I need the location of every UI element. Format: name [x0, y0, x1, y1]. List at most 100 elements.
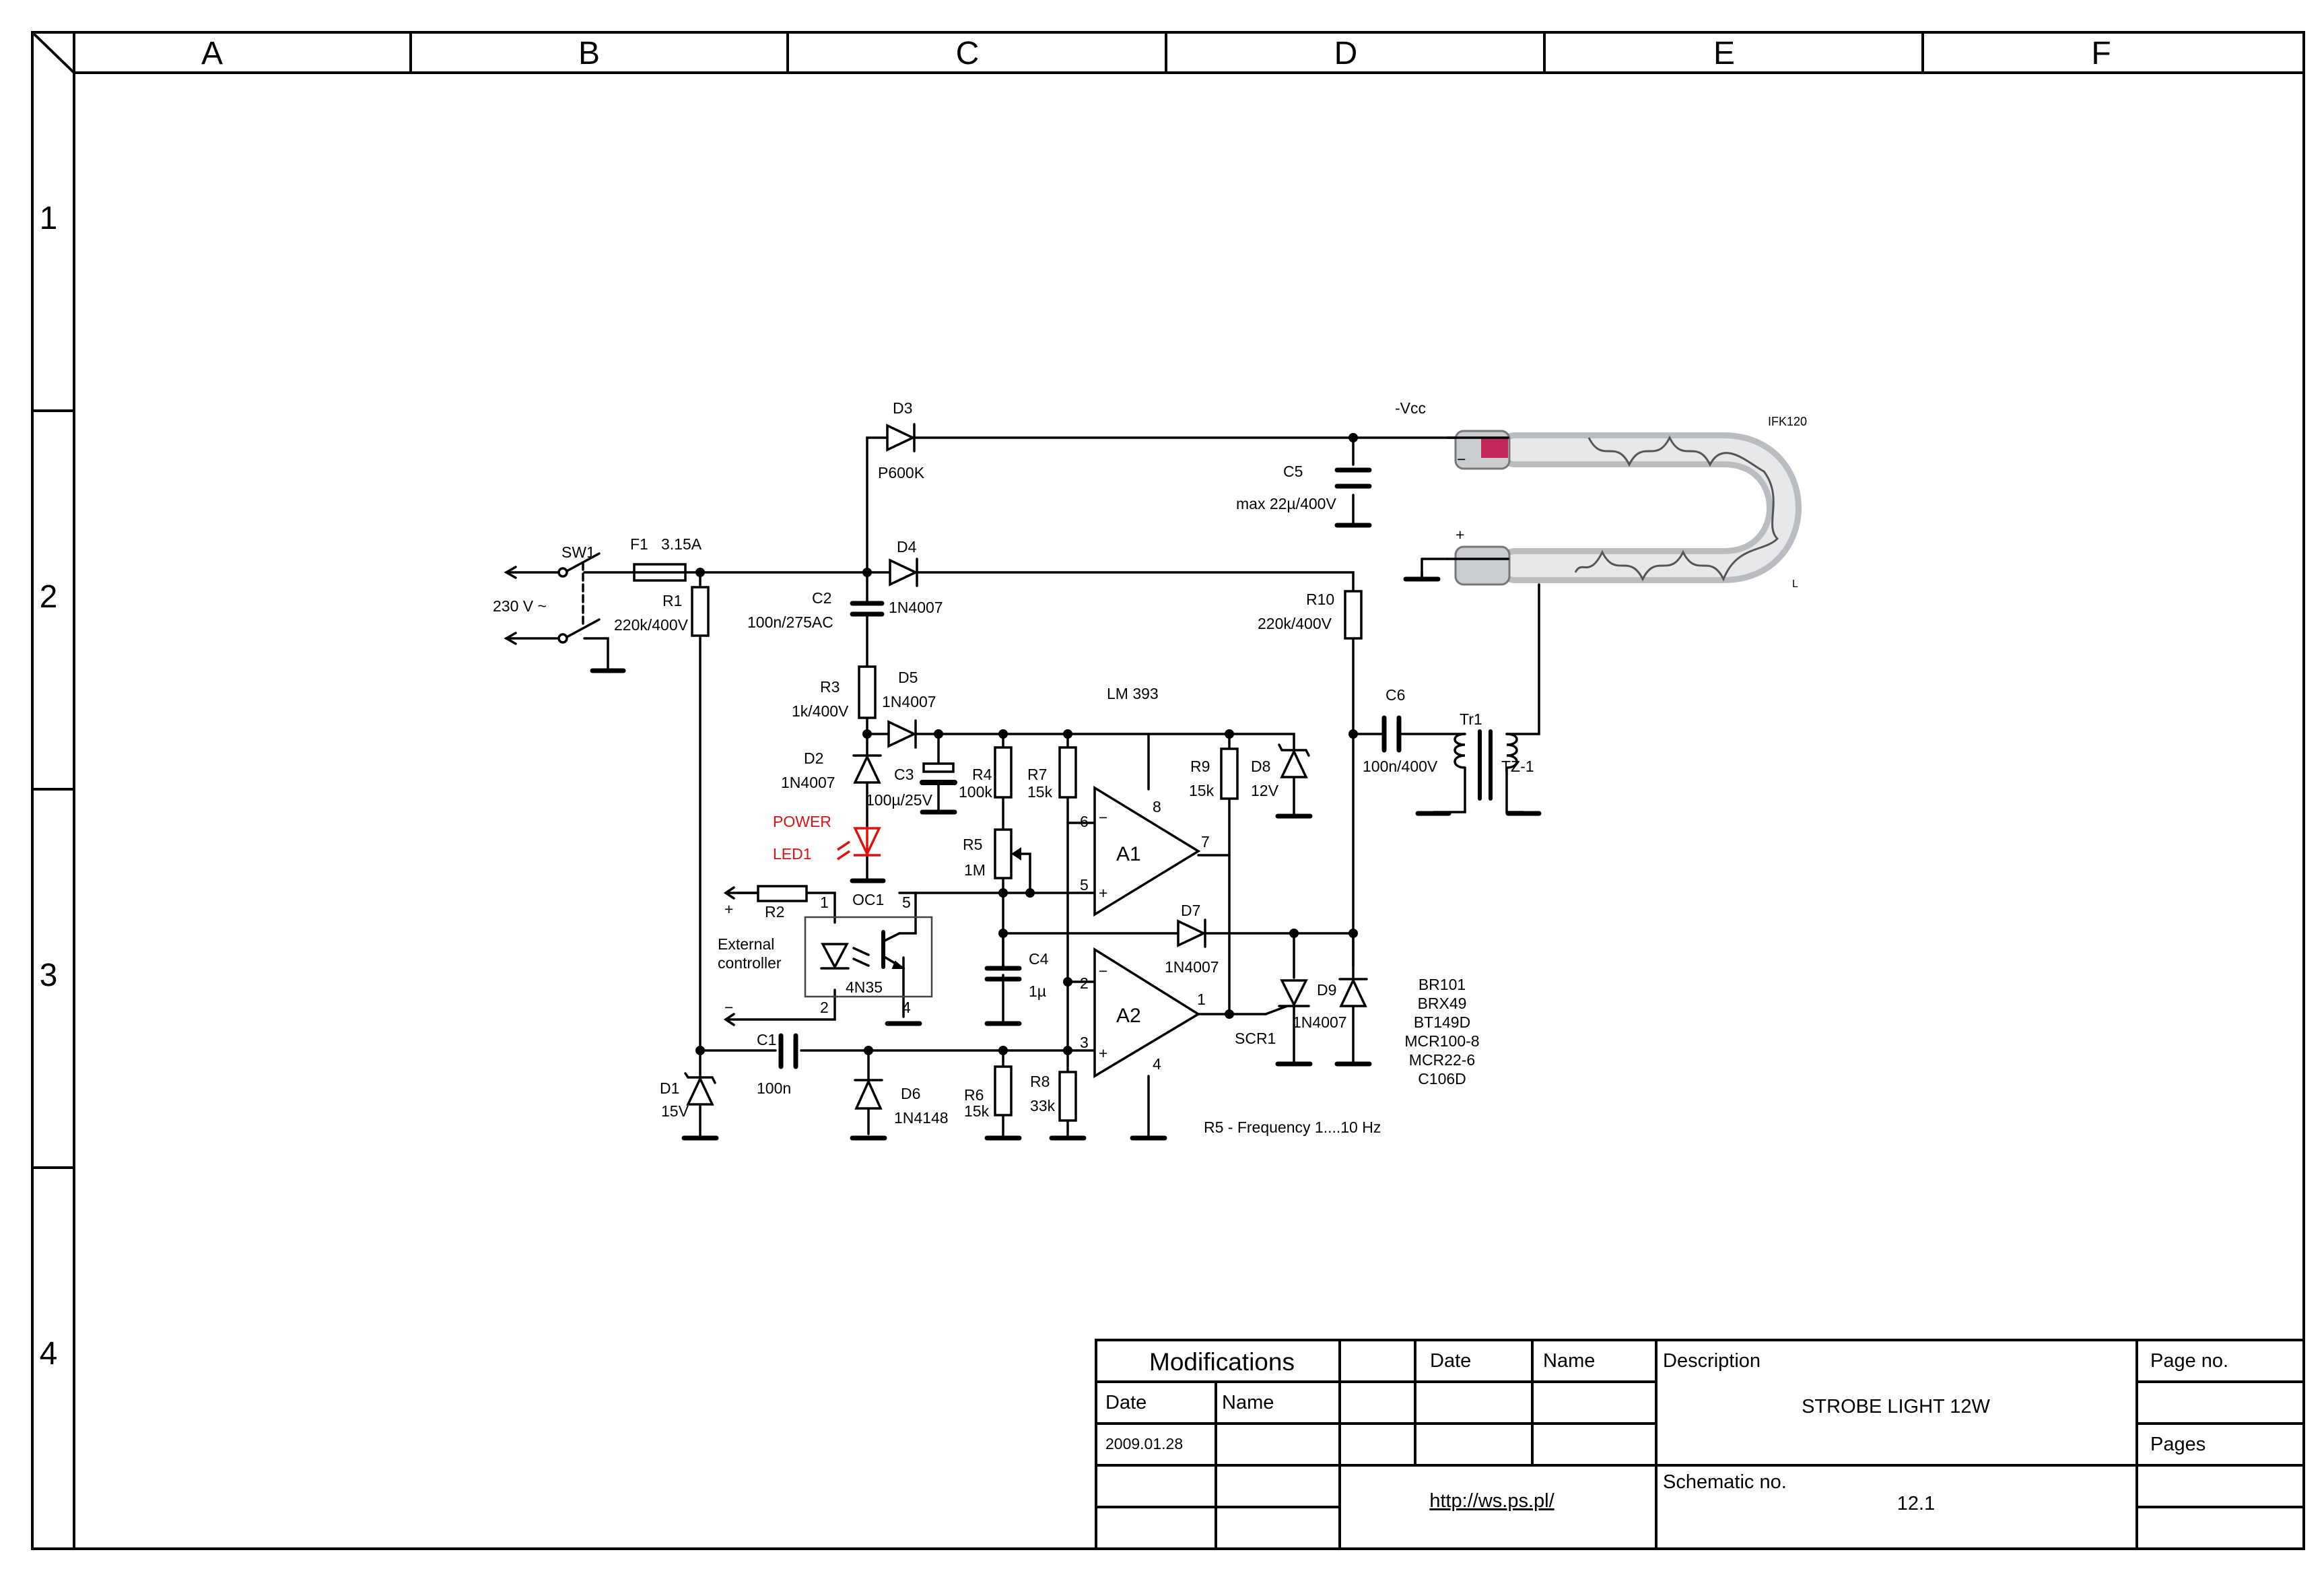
grid-labels: A B C D E F 1 2 3 4	[40, 36, 2111, 1372]
f1-fuse: F1 3.15A	[630, 535, 702, 582]
r10-value: 220k/400V	[1258, 615, 1332, 632]
r7-label: R7	[1027, 766, 1047, 783]
flash-tube-ifk120: IFK120 − + L	[1421, 415, 1807, 590]
d5-diode: D5 1N4007	[882, 669, 936, 749]
a1-pin5: 5	[1080, 876, 1089, 894]
tr1-transformer: Tr1 TZ-1	[1454, 710, 1534, 801]
ext-label-2: controller	[718, 954, 782, 972]
c5-label: C5	[1283, 463, 1303, 480]
a1-label: A1	[1116, 843, 1141, 865]
d6-diode: D6 1N4148	[854, 1078, 949, 1127]
mains-input: 230 V ~	[493, 566, 547, 645]
a2-pin3: 3	[1080, 1034, 1089, 1051]
page-no-label: Page no.	[2150, 1350, 2228, 1372]
r3-label: R3	[820, 678, 840, 696]
oc1-pin5: 5	[902, 894, 911, 911]
ground-symbols	[590, 523, 1542, 1141]
scr-types-list: BR101 BRX49 BT149D MCR100-8 MCR22-6 C106…	[1404, 976, 1479, 1088]
r6-value: 15k	[964, 1102, 990, 1120]
c3-label: C3	[894, 766, 914, 783]
d1-value: 15V	[661, 1102, 689, 1120]
lamp-label: IFK120	[1768, 415, 1807, 428]
r8-resistor: R8 33k	[1030, 1071, 1077, 1122]
ext-plus: +	[724, 900, 733, 918]
url-link[interactable]: http://ws.ps.pl/	[1429, 1490, 1554, 1512]
c5-value: max 22µ/400V	[1236, 495, 1336, 512]
d2-diode: D2 1N4007	[781, 749, 882, 791]
vcc-label: -Vcc	[1395, 399, 1426, 417]
d3-diode: D3 P600K	[878, 399, 925, 481]
scr-type-6: C106D	[1418, 1070, 1466, 1088]
grid-row-1: 1	[40, 201, 58, 236]
scr-type-1: BR101	[1419, 976, 1466, 993]
date-value: 2009.01.28	[1105, 1435, 1183, 1452]
drawing-frame	[31, 31, 2305, 1550]
d7-diode: D7 1N4007	[1165, 902, 1219, 976]
r9-label: R9	[1190, 758, 1210, 775]
schematic-no-value: 12.1	[1897, 1493, 1935, 1514]
power-label: POWER	[773, 813, 831, 830]
tz1-label: TZ-1	[1501, 758, 1534, 775]
d7-label: D7	[1181, 902, 1200, 919]
r5-value: 1M	[964, 861, 986, 879]
external-controller: + − External controller	[718, 886, 782, 1026]
r4-label: R4	[972, 766, 992, 783]
d9-label: D9	[1317, 981, 1336, 999]
r10-resistor: R10 220k/400V	[1258, 590, 1363, 640]
a2-comparator: A2 − + 2 3 1 4	[1080, 947, 1206, 1079]
a1-minus: −	[1099, 809, 1107, 826]
a1-comparator: A1 − + 6 5 8 7	[1080, 785, 1210, 917]
a2-pin1: 1	[1197, 991, 1206, 1008]
lm393-label: LM 393	[1107, 685, 1159, 702]
frequency-note: R5 - Frequency 1....10 Hz	[1204, 1118, 1381, 1136]
oc1-pin1: 1	[820, 894, 829, 911]
d4-diode: D4 1N4007	[889, 538, 943, 616]
name-header-top: Name	[1543, 1350, 1595, 1372]
d1-label: D1	[660, 1079, 679, 1097]
a1-pin6: 6	[1080, 813, 1089, 830]
pages-label: Pages	[2150, 1434, 2206, 1455]
c3-capacitor: C3 100µ/25V	[866, 762, 957, 809]
date-header-top: Date	[1430, 1350, 1471, 1372]
scr1-thyristor: SCR1	[1235, 979, 1310, 1047]
c6-value: 100n/400V	[1363, 758, 1438, 775]
sw1-label: SW1	[561, 543, 595, 561]
grid-col-f: F	[2091, 36, 2111, 71]
r4-value: 100k	[959, 783, 992, 801]
a2-pin2: 2	[1080, 974, 1089, 992]
r9-value: 15k	[1189, 782, 1215, 799]
a2-label: A2	[1116, 1005, 1141, 1027]
d9-diode: D9 1N4007	[1293, 977, 1368, 1031]
modifications-label: Modifications	[1149, 1348, 1295, 1376]
r6-label: R6	[964, 1086, 984, 1104]
scr-type-2: BRX49	[1418, 995, 1467, 1012]
c2-label: C2	[812, 589, 831, 607]
grid-row-3: 3	[40, 958, 58, 993]
a1-plus: +	[1099, 884, 1107, 902]
mains-label: 230 V ~	[493, 597, 547, 615]
oc1-pin2: 2	[820, 999, 829, 1016]
d9-value: 1N4007	[1293, 1013, 1347, 1031]
oc1-part: 4N35	[846, 978, 883, 996]
r8-value: 33k	[1030, 1097, 1056, 1114]
r5-label: R5	[963, 836, 982, 853]
d1-zener: D1 15V	[660, 1072, 716, 1120]
a2-minus: −	[1099, 962, 1107, 980]
c3-value: 100µ/25V	[866, 791, 933, 809]
tr1-label: Tr1	[1460, 710, 1482, 728]
d7-value: 1N4007	[1165, 958, 1219, 976]
r3-resistor: R3 1k/400V	[792, 665, 877, 720]
oc1-pin4: 4	[902, 999, 911, 1016]
f1-label: F1	[630, 535, 648, 553]
d2-value: 1N4007	[781, 774, 835, 791]
r6-resistor: R6 15k	[964, 1065, 1013, 1120]
a1-pin7: 7	[1201, 833, 1210, 850]
oc1-optocoupler: OC1 4N35 1 2 4 5	[804, 891, 933, 1016]
c6-label: C6	[1386, 686, 1405, 704]
c6-capacitor: C6 100n/400V	[1363, 686, 1438, 775]
d8-zener: D8 12V	[1251, 743, 1310, 799]
c2-capacitor: C2 100n/275AC	[747, 589, 885, 631]
d8-label: D8	[1251, 758, 1270, 775]
oc1-label: OC1	[852, 891, 884, 908]
